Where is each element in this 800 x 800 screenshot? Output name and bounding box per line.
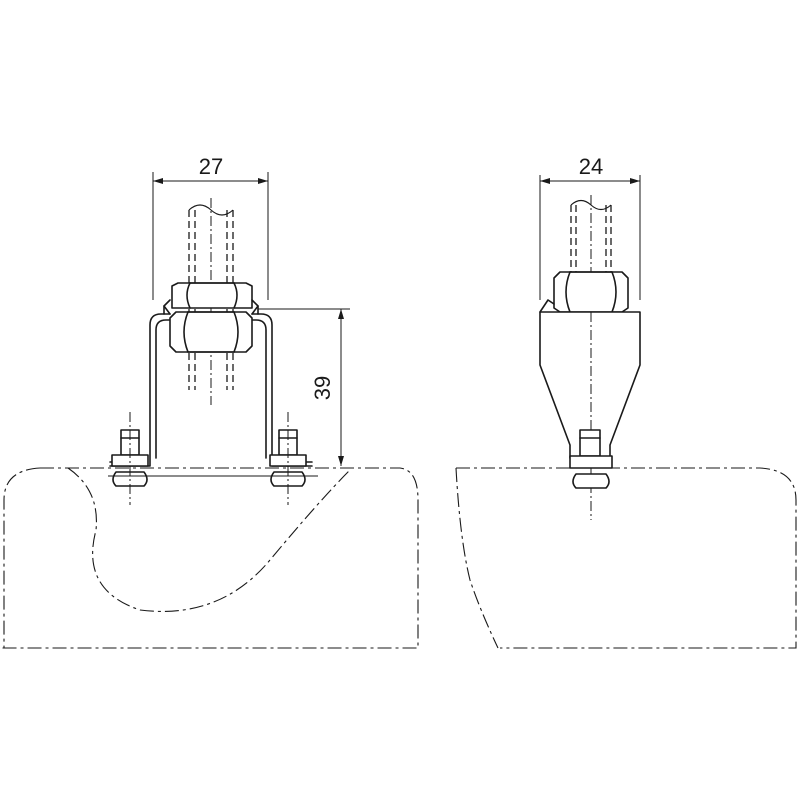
left-u-bracket [109, 299, 313, 467]
dimension-left-width: 27 [152, 154, 269, 300]
right-hex-nut [553, 271, 629, 313]
left-support-beam-outline [0, 467, 419, 649]
left-screw-right [269, 412, 307, 505]
right-screw [569, 429, 613, 489]
right-support-beam-outline [455, 467, 797, 649]
dimension-label-24: 24 [579, 154, 603, 179]
left-view: 27 39 [0, 154, 419, 649]
dimension-label-27: 27 [199, 154, 223, 179]
dimension-left-height: 39 [258, 308, 350, 466]
left-screw-left [111, 412, 149, 505]
left-lower-hex-nut [169, 311, 253, 353]
left-hex-nut [171, 282, 253, 309]
right-view: 24 [455, 154, 797, 649]
rod-break-line [188, 204, 234, 216]
dimension-right-width: 24 [539, 154, 641, 300]
dimension-label-39: 39 [310, 376, 335, 400]
